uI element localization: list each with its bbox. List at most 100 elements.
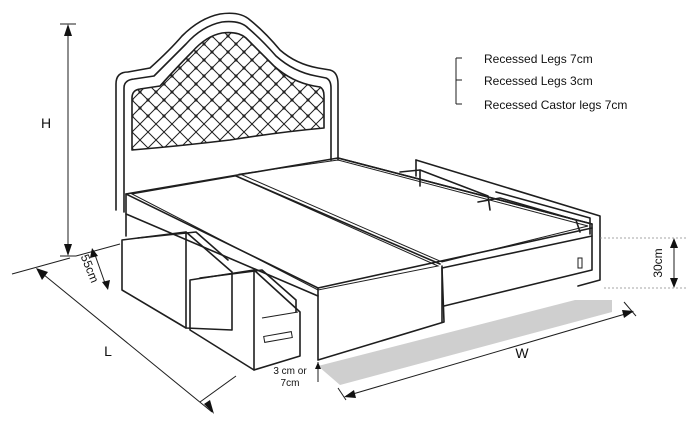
tuft-button [170,106,174,110]
tuft-button [386,98,389,101]
tuft-button [338,50,341,53]
tuft-button [402,66,405,69]
leg-options-list: Recessed Legs 7cm Recessed Legs 3cm Rece… [455,52,627,112]
tuft-button [362,26,365,29]
tuft-button [490,26,493,29]
tuft-button [132,82,134,86]
tuft-seam [173,32,324,150]
tuft-seam [269,32,324,150]
tuft-seam [398,20,548,170]
tuft-button [250,58,254,62]
tuft-button [234,58,238,62]
tuft-seam [452,20,602,170]
tuft-seam [420,20,570,170]
tuft-button [132,66,134,70]
tuft-button [290,82,294,86]
tuft-button [290,114,294,118]
tuft-button [370,66,373,69]
tuft-button [514,66,517,69]
option-recessed-castor-7: Recessed Castor legs 7cm [484,98,627,112]
tuft-seam [580,20,700,170]
tuft-seam [404,20,554,170]
tuft-button [370,50,373,53]
tuft-button [346,58,349,61]
tuft-button [138,106,142,110]
tuft-button [242,98,246,102]
leg-height-label-line1: 3 cm or [273,366,307,377]
tuft-seam [0,20,68,170]
tuft-button [186,90,190,94]
tuft-seam [179,32,324,150]
tuft-button [442,90,445,93]
tuft-button [466,50,469,53]
tuft-button [298,90,302,94]
tuft-button [394,74,397,77]
tuft-button [474,42,477,45]
tuft-button [450,34,453,37]
tuft-seam [372,20,522,170]
tuft-button [482,114,485,117]
tuft-button [514,34,517,37]
tuft-button [226,114,230,118]
tuft-button [234,42,238,46]
tuft-button [274,34,278,38]
tuft-button [202,42,206,46]
tuft-button [434,66,437,69]
tuft-seam [510,20,660,170]
tuft-button [194,98,198,102]
tuft-button [434,50,437,53]
tuft-seam [558,20,700,170]
drawer-depth-dimension: 55cm [11,243,121,290]
tuft-button [458,42,461,45]
tuft-button [306,98,310,102]
tuft-seam [356,20,506,170]
tuft-button [354,114,357,117]
tuft-seam [132,32,251,150]
tuft-button [346,26,349,29]
tuft-button [266,90,270,94]
tuft-button [362,42,365,45]
tuft-button [386,82,389,85]
tuft-button [498,66,501,69]
tuft-button [242,50,246,54]
tuft-button [290,98,294,102]
tuft-button [178,82,182,86]
tuft-button [410,42,413,45]
option-recessed-legs-7: Recessed Legs 7cm [484,52,593,66]
tuft-button [306,34,310,38]
tuft-seam [132,32,149,150]
tuft-button [450,50,453,53]
tuft-button [250,26,253,29]
tuft-button [298,74,302,78]
tuft-button [132,34,134,38]
tuft-button [330,42,333,45]
tuft-button [426,26,429,29]
tuft-button [370,98,373,101]
tuft-button [234,90,238,94]
tuft-button [138,26,141,29]
tuft-button [402,114,405,117]
tuft-button [514,114,517,117]
tuft-button [378,90,381,93]
tuft-button [394,58,397,61]
tuft-seam [340,20,490,170]
width-label: W [515,345,529,361]
tuft-button [410,106,413,109]
tuft-button [178,114,182,118]
tuft-seam [317,32,324,150]
tuft-button [362,58,365,61]
tuft-button [234,106,238,110]
tuft-seam [132,32,219,150]
tuft-button [250,74,254,78]
tuft-button [242,82,246,86]
tuft-seam [237,32,324,150]
tuft-button [506,26,509,29]
tuft-button [442,106,445,109]
tuft-button [154,42,158,46]
tuft-seam [0,20,58,170]
tuft-button [346,42,349,45]
tuft-button [354,34,357,37]
tuft-button [506,42,509,45]
tuft-seam [132,32,165,150]
tuft-button [498,34,501,37]
